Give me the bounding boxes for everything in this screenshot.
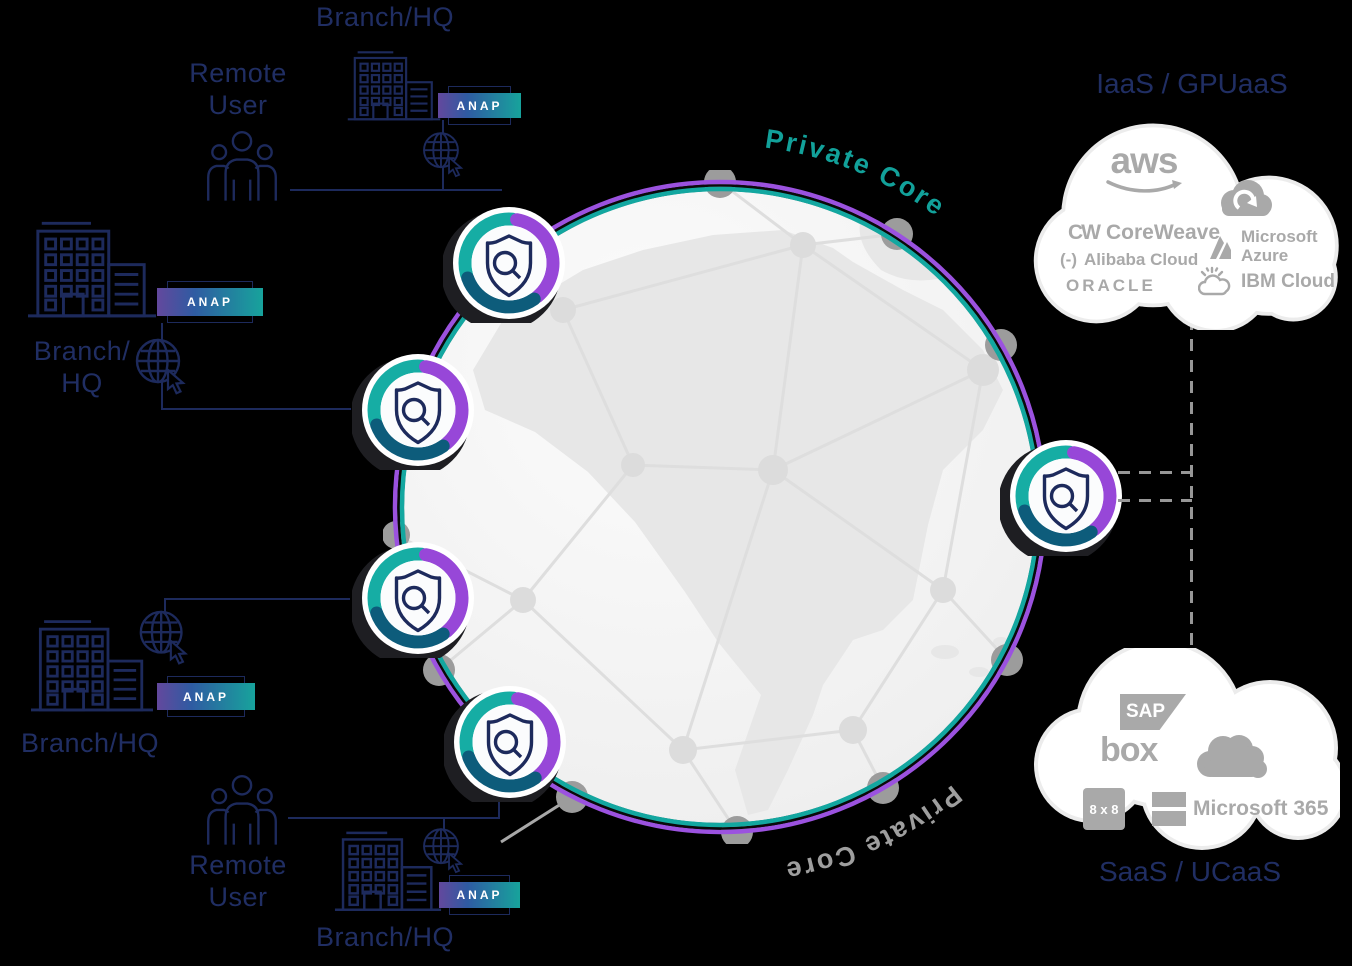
connector-top-group [290,189,502,191]
anap-bar: ANAP [438,93,521,118]
salesforce-cloud-icon [1197,735,1267,778]
internet-globe-icon [132,336,194,398]
label-remote-user-bottom: Remote User [189,850,287,912]
microsoft-text: Microsoft [1241,227,1318,246]
security-pop-badge-right [994,424,1126,556]
dashed-connector-vertical [1190,318,1193,658]
anap-label: ANAP [182,689,229,704]
alibaba-mark-icon: (-) [1060,250,1077,269]
ibm-cloud-logo: IBM Cloud [1198,266,1335,298]
saas-title: SaaS / UCaaS [1098,856,1282,887]
anap-badge-left: ANAP [157,281,263,323]
security-pop-badge-1 [437,191,569,323]
microsoft-azure-logo: Microsoft Azure [1206,227,1318,265]
label-branch-hq-lower: Branch/HQ [20,728,160,758]
security-pop-badge-2 [346,338,478,470]
security-pop-badge-4 [438,670,570,802]
label-branch-hq-left: Branch/ HQ [33,336,131,398]
connector-lower-group [164,598,350,600]
internet-globe-icon [420,826,470,876]
iaas-title: IaaS / GPUaaS [1096,68,1288,99]
anap-label: ANAP [186,295,233,309]
azure-text: Azure [1241,245,1289,265]
anap-bar: ANAP [157,288,263,316]
anap-bar: ANAP [439,882,520,908]
label-remote-user-top: Remote User [189,58,287,120]
coreweave-logo: CW CoreWeave [1068,221,1220,245]
security-pop-badge-3 [346,526,478,658]
internet-globe-icon [136,608,196,668]
aws-logo: aws [1102,142,1186,195]
anap-label: ANAP [456,98,503,113]
alibaba-cloud-logo: (-) Alibaba Cloud [1060,250,1198,270]
saas-cloud-shape [1034,648,1340,850]
anap-bar: ANAP [157,683,255,710]
cloud-arrow-icon [1221,180,1272,216]
coreweave-logo-text: CoreWeave [1106,221,1221,244]
connector-lower-stub [164,598,166,622]
connector-left-group [161,408,351,410]
azure-triangle-icon [1210,235,1231,259]
network-mesh [404,191,1009,823]
sap-logo-text: SAP [1126,701,1166,722]
iaas-cloud-shape [1033,123,1339,330]
oracle-logo: ORACLE [1066,276,1156,295]
remote-users-icon [200,770,284,848]
anap-badge-bottom: ANAP [439,875,520,915]
internet-globe-icon [420,130,470,180]
label-branch-hq-top: Branch/HQ [315,2,455,32]
microsoft-365-icon [1152,792,1186,826]
dashed-connector-saas [1118,499,1192,502]
anap-badge-lower: ANAP [157,676,255,717]
private-core-globe [383,170,1048,844]
aws-logo-text: aws [1110,140,1179,181]
connector-bottom-group [288,817,500,819]
coreweave-mark-icon: CW [1068,221,1101,244]
anap-label: ANAP [456,888,503,902]
label-branch-hq-bottom: Branch/HQ [315,922,455,952]
connector-bottom-badge-stub [498,793,500,819]
dashed-connector-iaas [1118,471,1192,474]
microsoft-365-text: Microsoft 365 [1193,797,1329,820]
microsoft-365-logo: Microsoft 365 [1152,792,1328,826]
alibaba-logo-text: Alibaba Cloud [1083,250,1199,269]
building-icon [28,216,156,332]
8x8-logo-text: 8 x 8 [1089,801,1119,817]
box-logo: box [1100,731,1158,769]
connector-bottom-stub [443,817,445,837]
8x8-logo: 8 x 8 [1083,788,1125,830]
aws-smile-icon [1106,180,1182,193]
ibm-cloud-text: IBM Cloud [1241,271,1335,292]
remote-users-icon [200,126,284,204]
sun-cloud-icon [1198,266,1231,296]
anap-badge-top: ANAP [438,86,521,125]
